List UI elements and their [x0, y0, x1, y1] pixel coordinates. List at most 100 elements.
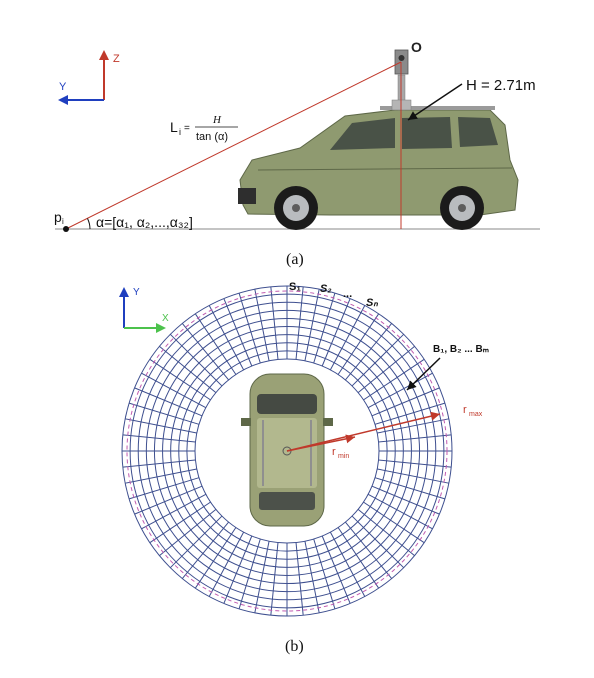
height-pointer-arrow — [407, 83, 463, 121]
axis-y-label: Y — [59, 81, 67, 93]
grid-spoke — [337, 527, 380, 589]
sensor-label: O — [411, 39, 422, 55]
axis-y-label-b: Y — [133, 287, 140, 298]
grid-spoke — [313, 538, 336, 610]
grid-spoke — [181, 521, 230, 579]
grid-spoke — [351, 515, 405, 569]
grid-spoke — [159, 508, 217, 557]
grid-spoke — [371, 485, 440, 515]
axis-y-arrowhead-b — [119, 287, 129, 297]
grid-spoke — [378, 434, 452, 443]
axis-z-label: Z — [113, 53, 120, 65]
grid-spoke — [363, 358, 425, 401]
grid-spoke — [321, 535, 351, 604]
eq-left-sub: i — [179, 127, 181, 137]
r-max-arrow — [286, 411, 441, 452]
grid-spoke — [374, 402, 446, 425]
grid-spoke — [270, 286, 279, 360]
grid-spoke — [223, 535, 253, 604]
polar-grid — [121, 285, 453, 617]
grid-spoke — [351, 333, 405, 387]
grid-spoke — [344, 323, 393, 381]
point-pi — [63, 226, 69, 232]
grid-spoke — [141, 493, 207, 530]
grid-spoke — [128, 477, 200, 500]
dashed-ring — [126, 290, 448, 612]
grid-spoke — [377, 468, 449, 484]
car-top-view — [241, 373, 333, 527]
grid-spoke — [169, 333, 223, 387]
eq-numerator: H — [212, 114, 222, 126]
alpha-label: α=[α₁, α₂,...,α₃₂] — [96, 214, 193, 230]
sector-label-dots: ... — [343, 288, 352, 300]
car-rear-wheel — [440, 186, 484, 230]
grid-spoke — [304, 541, 320, 613]
grid-spoke — [125, 468, 197, 484]
caption-b: (b) — [285, 638, 304, 655]
sector-label-1: S₁ — [289, 281, 301, 293]
car-roof-rack — [380, 106, 495, 110]
sector-label-2: S₂ — [320, 283, 332, 295]
grid-spoke — [194, 527, 237, 589]
lidar-lens — [398, 55, 405, 61]
axis-y-arrowhead — [58, 95, 68, 105]
grid-spoke — [371, 387, 440, 417]
grid-spoke — [149, 358, 211, 401]
laser-ray — [65, 61, 402, 230]
grid-spoke — [313, 292, 336, 364]
grid-spoke — [254, 541, 270, 613]
grid-spoke — [159, 345, 217, 394]
caption-a: (a) — [286, 251, 304, 268]
bins-pointer-arrow — [406, 357, 441, 391]
grid-spoke — [321, 298, 351, 367]
car-top-windshield — [257, 394, 317, 414]
car-top-mirror-right — [323, 418, 333, 426]
grid-spoke — [149, 501, 211, 544]
grid-spoke — [223, 298, 253, 367]
r-max-label: r — [463, 404, 467, 416]
grid-spoke — [169, 515, 223, 569]
grid-spoke — [122, 434, 196, 443]
sensor-mast: O — [391, 39, 422, 111]
axis-z-arrowhead — [99, 50, 109, 60]
grid-spoke — [329, 305, 366, 371]
grid-spoke — [238, 538, 261, 610]
bins-label: B₁, B₂ ... Bₘ — [433, 344, 489, 355]
grid-spoke — [270, 542, 279, 616]
axes-b: Y X — [119, 287, 169, 333]
grid-spoke — [194, 313, 237, 375]
height-label: H = 2.71m — [466, 77, 536, 94]
car-top-roof — [257, 418, 317, 488]
grid-spoke — [141, 372, 207, 409]
r-min-sub: min — [338, 453, 349, 460]
alpha-arc — [87, 218, 91, 230]
grid-spoke — [295, 286, 304, 360]
axes-a: Z Y — [58, 50, 120, 105]
grid-spoke — [344, 521, 393, 579]
grid-spoke — [304, 289, 320, 361]
grid-spoke — [337, 313, 380, 375]
grid-spoke — [181, 323, 230, 381]
eq-left: L — [170, 119, 178, 135]
grid-spoke — [378, 459, 452, 468]
panel-a: Z Y — [54, 39, 540, 268]
axis-x-arrowhead-b — [156, 323, 166, 333]
grid-spoke — [122, 459, 196, 468]
grid-spoke — [134, 485, 203, 515]
grid-spoke — [357, 508, 415, 557]
grid-spoke — [128, 402, 200, 425]
sector-label-n: Sₙ — [366, 297, 378, 309]
grid-spoke — [134, 387, 203, 417]
grid-spoke — [363, 501, 425, 544]
car-bumper — [238, 188, 256, 204]
grid-spoke — [238, 292, 261, 364]
range-equation: L i = H tan (α) — [170, 114, 238, 143]
grid-spoke — [374, 477, 446, 500]
grid-spoke — [208, 305, 245, 371]
grid-spoke — [377, 418, 449, 434]
car-side-view — [238, 106, 519, 230]
point-pi-sub: i — [62, 217, 64, 226]
car-front-wheel — [274, 186, 318, 230]
grid-spoke — [329, 531, 366, 597]
